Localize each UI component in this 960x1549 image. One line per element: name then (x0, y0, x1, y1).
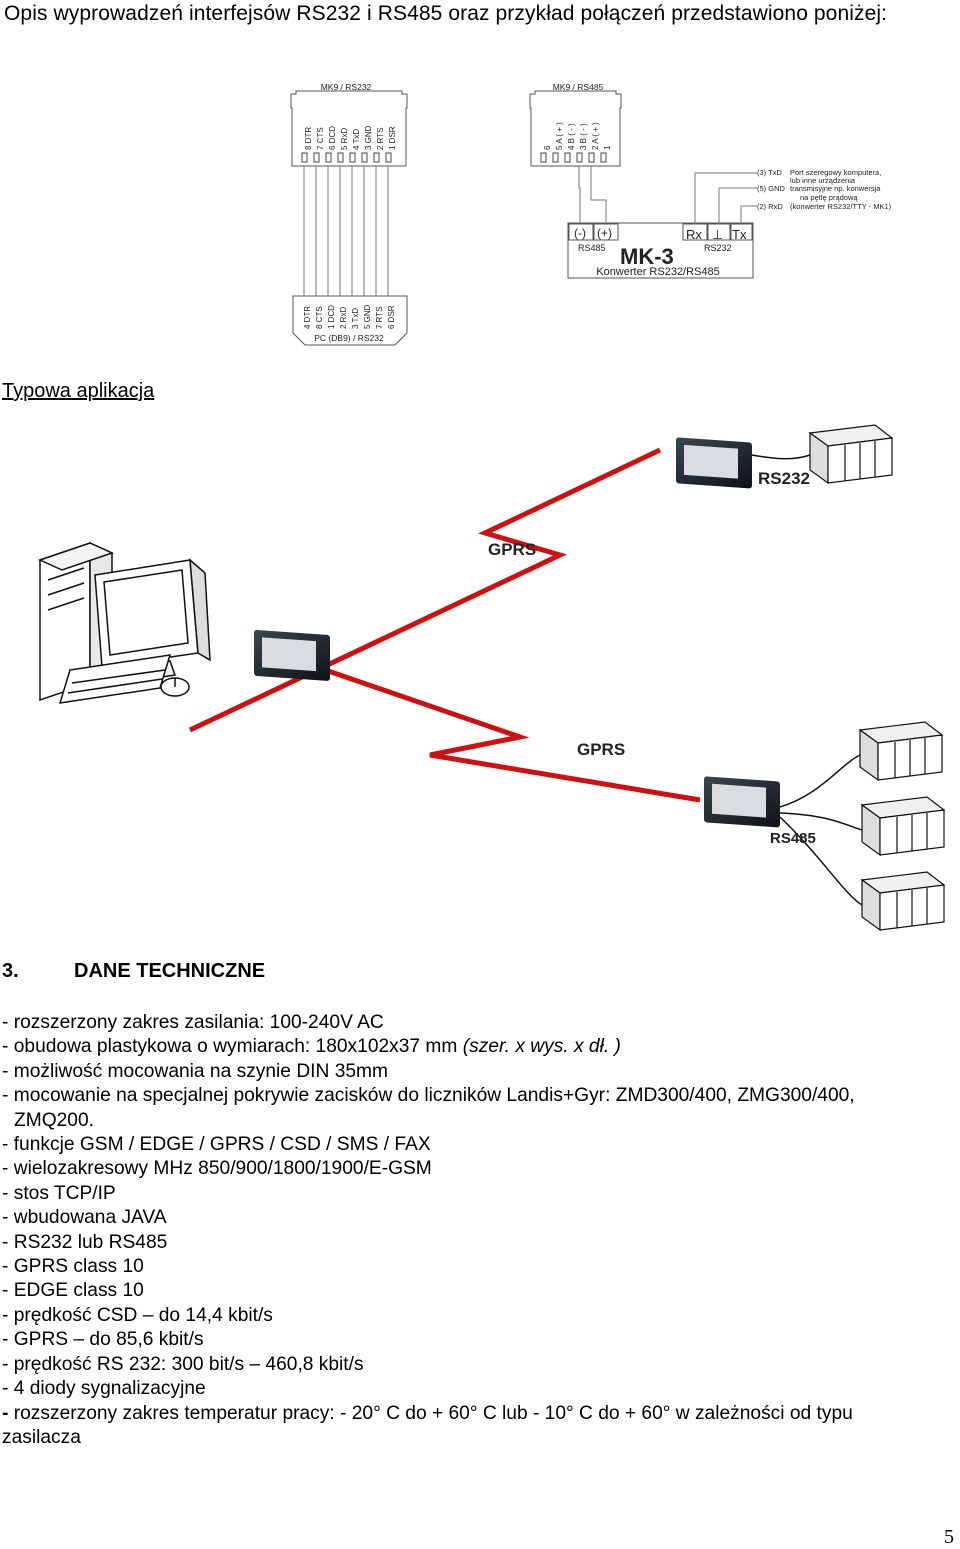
rs232-label: RS232 (758, 469, 810, 488)
spec-item: - EDGE class 10 (2, 1280, 144, 1302)
pin-label: 8 DTR (304, 127, 313, 150)
mk9-rs485-connector (529, 90, 622, 167)
intro-heading: Opis wyprowadzeń interfejsów RS232 i RS4… (4, 2, 888, 25)
converter-rs485-label: RS485 (578, 243, 606, 253)
gprs-label: GPRS (488, 540, 536, 559)
spec-list: - rozszerzony zakres zasilania: 100-240V… (2, 1011, 954, 1450)
spec-item: - wielozakresowy MHz 850/900/1800/1900/E… (2, 1158, 432, 1180)
rs485-label: RS485 (770, 830, 816, 847)
converter-rx: Rx (686, 227, 702, 242)
modem-icon (704, 776, 780, 828)
port-note-line: lub inne urządzenia (790, 176, 856, 185)
pin-label: 7 RTS (375, 306, 384, 329)
gprs-link-top (188, 447, 662, 733)
pin-label: 8 CTS (315, 306, 324, 329)
pin-label: 5 A ( + ) (555, 122, 564, 150)
pin-label: 1 DCD (327, 305, 336, 329)
spec-item: - stos TCP/IP (2, 1182, 116, 1204)
section-title: DANE TECHNICZNE (74, 960, 266, 982)
port-label: (2) RxD (757, 202, 783, 211)
application-illustration: RS232 GPRS GPRS RS485 (37, 424, 946, 932)
pin-label: 1 DSR (388, 126, 397, 150)
section-heading: 3. DANE TECHNICZNE (2, 960, 265, 983)
port-label: (5) GND (757, 184, 786, 193)
spec-item: - wbudowana JAVA (2, 1207, 167, 1229)
page-number: 5 (944, 1526, 954, 1548)
spec-item-continuation: ZMQ200. (14, 1109, 94, 1131)
mk9-rs485-title: MK9 / RS485 (553, 82, 604, 92)
application-heading: Typowa aplikacja (2, 380, 155, 402)
modem-icon (254, 629, 330, 681)
pin-label: 3 GND (364, 125, 373, 150)
pin-label: 6 DSR (387, 305, 396, 329)
pin-label: 7 CTS (316, 127, 325, 150)
pin-label: 4 TxD (352, 129, 361, 150)
port-label: (3) TxD (757, 168, 782, 177)
port-note-line: (konwerter RS232/TTY - MK1) (790, 202, 892, 211)
spec-item: - 4 diody sygnalizacyjne (2, 1378, 206, 1400)
converter-box (567, 222, 754, 279)
pin-label: 2 RxD (339, 307, 348, 329)
port-note-line: transmisyjne np. konwersja (790, 184, 881, 193)
spec-item: - mocowanie na specjalnej pokrywie zacis… (2, 1085, 855, 1107)
port-note-line: na pętlę prądową (800, 193, 858, 202)
pin-label: 2 A ( + ) (591, 122, 600, 150)
meter-cabinet-icon (860, 796, 946, 857)
pin-label: 4 B ( - ) (567, 123, 576, 150)
mk9-rs232-title: MK9 / RS232 (321, 82, 372, 92)
pin-label: 6 DCD (328, 126, 337, 150)
converter-rs232-label: RS232 (704, 243, 732, 253)
meter-cabinet-icon (808, 424, 894, 485)
gprs-label: GPRS (577, 740, 625, 759)
pin-label: 3 B ( - ) (579, 123, 588, 150)
spec-item-continuation: zasilacza (2, 1426, 81, 1448)
pin-label: 5 GND (363, 304, 372, 329)
spec-item: - prędkość RS 232: 300 bit/s – 460,8 kbi… (2, 1353, 364, 1375)
converter-gnd: ⊥ (712, 227, 723, 242)
spec-item: - rozszerzony zakres zasilania: 100-240V… (2, 1012, 384, 1033)
spec-item: - rozszerzony zakres temperatur pracy: -… (2, 1402, 853, 1424)
converter-minus: (-) (574, 226, 586, 240)
pin-label: 6 (543, 145, 552, 150)
modem-icon (676, 437, 752, 489)
wiring-diagram: MK9 / RS232 MK9 / RS485 PC (DB9) / RS232… (290, 82, 892, 346)
gprs-link-bottom (304, 660, 701, 803)
spec-item: - RS232 lub RS485 (2, 1231, 168, 1253)
spec-dimension-note: (szer. x wys. x dł. ) (462, 1036, 621, 1058)
spec-item: - obudowa plastykowa o wymiarach: 180x10… (2, 1036, 621, 1058)
spec-item: - możliwość mocowania na szynie DIN 35mm (2, 1060, 388, 1082)
pc-db9-connector (292, 295, 408, 346)
converter-plus: (+) (597, 226, 612, 240)
meter-cabinet-icon (860, 871, 946, 932)
pc-db9-title: PC (DB9) / RS232 (314, 333, 384, 343)
spec-item: - prędkość CSD – do 14,4 kbit/s (2, 1304, 273, 1326)
pin-label: 5 RxD (340, 128, 349, 150)
pin-label: 3 TxD (351, 308, 360, 329)
spec-item: - GPRS – do 85,6 kbit/s (2, 1329, 204, 1351)
converter-caption: Konwerter RS232/RS485 (596, 266, 720, 278)
section-number: 3. (2, 960, 19, 982)
spec-item: - funkcje GSM / EDGE / GPRS / CSD / SMS … (2, 1134, 431, 1156)
spec-item: - GPRS class 10 (2, 1256, 144, 1278)
pin-label: 4 DTR (303, 306, 312, 329)
pin-label: 1 (603, 145, 612, 150)
computer-icon (37, 541, 211, 704)
pin-label: 2 RTS (376, 127, 385, 150)
mk9-rs232-connector (290, 90, 408, 167)
meter-cabinet-icon (858, 721, 944, 782)
converter-tx: Tx (732, 227, 747, 242)
converter-name: MK-3 (620, 244, 674, 269)
port-note-line: Port szeregowy komputera, (790, 168, 881, 177)
